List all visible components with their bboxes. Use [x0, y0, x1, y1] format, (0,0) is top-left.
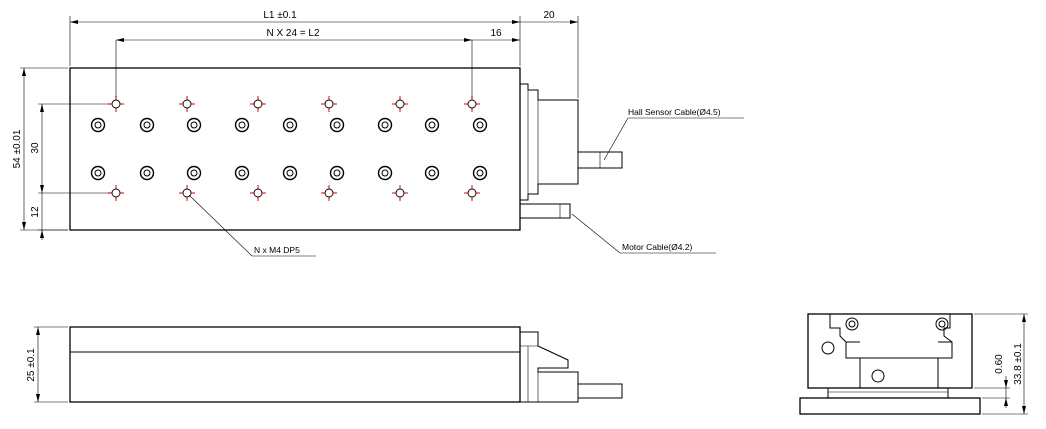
mounting-holes-red	[108, 96, 480, 201]
dimension-l1: L1 ±0.1	[69, 10, 521, 66]
stage-body-top	[69, 67, 521, 231]
dimension-hole-spacing: 30	[30, 103, 110, 194]
counterbore-hole	[329, 165, 345, 181]
mount-hole	[250, 185, 266, 201]
counterbore-hole	[282, 117, 298, 133]
total-height-label: 33.8 ±0.1	[1013, 343, 1024, 385]
mount-hole	[392, 185, 408, 201]
counterbore-hole	[424, 165, 440, 181]
callout-mount-holes: N x M4 DP5	[188, 194, 316, 257]
counterbore-hole	[139, 117, 155, 133]
counterbore-hole	[377, 165, 393, 181]
mount-hole	[321, 185, 337, 201]
counterbore-hole	[90, 165, 106, 181]
dimension-height: 25 ±0.1	[26, 326, 68, 403]
callout-hall-cable: Hall Sensor Cable(Ø4.5)	[603, 107, 744, 161]
mount-holes-label: N x M4 DP5	[254, 245, 300, 255]
callout-motor-cable: Motor Cable(Ø4.2)	[571, 213, 716, 254]
width-label: 54 ±0.01	[12, 129, 23, 168]
pitch-label: N X 24 = L2	[266, 28, 320, 39]
counterbore-hole	[90, 117, 106, 133]
end-offset-label: 16	[490, 28, 502, 39]
edge-offset-label: 12	[30, 206, 41, 218]
hole-spacing-label: 30	[30, 142, 41, 154]
counterbore-hole	[139, 165, 155, 181]
mount-hole	[464, 96, 480, 112]
mount-hole	[108, 185, 124, 201]
dimension-pitch: N X 24 = L2 16	[115, 28, 520, 98]
counterbore-hole	[234, 165, 250, 181]
motor-housing-top	[520, 83, 579, 201]
dimension-total-height: 33.8 ±0.1	[974, 313, 1028, 415]
end-view-screws	[821, 317, 949, 383]
counterbore-hole	[234, 117, 250, 133]
end-view: 33.8 ±0.1 0.60	[799, 313, 1028, 415]
end-base-plate	[799, 397, 981, 415]
mount-hole	[108, 96, 124, 112]
height-label: 25 ±0.1	[26, 348, 37, 382]
counterbore-hole	[186, 117, 202, 133]
dimension-width: 54 ±0.01	[12, 67, 68, 231]
counterbore-hole	[186, 165, 202, 181]
mount-hole	[179, 185, 195, 201]
counterbore-holes	[90, 117, 488, 181]
motor-overhang-label: 20	[543, 10, 555, 21]
mount-hole	[464, 185, 480, 201]
counterbore-hole	[377, 117, 393, 133]
motor-cable	[520, 203, 571, 219]
mount-hole	[392, 96, 408, 112]
stage-body-side	[69, 326, 521, 403]
hall-cable-label: Hall Sensor Cable(Ø4.5)	[628, 107, 721, 117]
dimension-flatness: 0.60	[974, 354, 1010, 408]
top-view: L1 ±0.1 N X 24 = L2 16 20	[12, 10, 744, 257]
dimension-motor-overhang: 20	[520, 10, 579, 98]
counterbore-hole	[424, 117, 440, 133]
flatness-label: 0.60	[994, 354, 1005, 374]
l1-label: L1 ±0.1	[263, 10, 297, 21]
motor-housing-side	[520, 331, 579, 403]
mount-hole	[179, 96, 195, 112]
counterbore-hole	[329, 117, 345, 133]
counterbore-hole	[282, 165, 298, 181]
mount-hole	[250, 96, 266, 112]
dimension-edge-offset: 12	[30, 193, 68, 240]
motor-cable-label: Motor Cable(Ø4.2)	[622, 242, 693, 252]
mount-hole	[321, 96, 337, 112]
counterbore-hole	[472, 117, 488, 133]
side-view: 25 ±0.1	[26, 326, 623, 403]
counterbore-hole	[472, 165, 488, 181]
